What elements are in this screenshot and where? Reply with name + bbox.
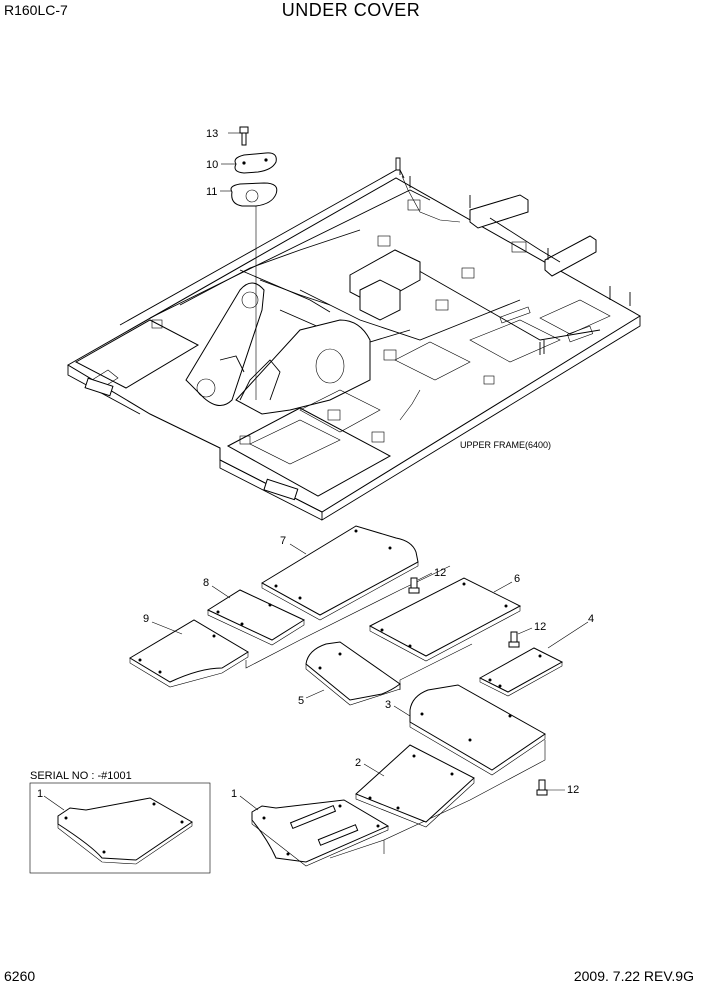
page-number: 6260 <box>4 968 36 984</box>
callout-12-c: 12 <box>567 784 579 796</box>
upper-frame-label: UPPER FRAME(6400) <box>460 440 551 450</box>
callout-8: 8 <box>203 577 209 589</box>
page-title: UNDER COVER <box>281 0 421 20</box>
callout-2: 2 <box>355 757 361 769</box>
cover-plate-7 <box>261 525 419 616</box>
revision-date: 2009. 7.22 REV.9G <box>573 968 694 984</box>
callout-1-inset: 1 <box>37 788 43 800</box>
top-hardware <box>220 126 278 400</box>
callout-12-a: 12 <box>434 567 446 579</box>
cover-plate-3 <box>409 684 546 771</box>
callout-7: 7 <box>280 535 286 547</box>
callout-9: 9 <box>143 613 149 625</box>
callout-11: 11 <box>206 186 217 198</box>
bolt-12-c <box>536 779 565 796</box>
cover-plate-6 <box>368 577 522 657</box>
callout-4: 4 <box>588 613 594 625</box>
serial-note: SERIAL NO : -#1001 <box>30 770 132 782</box>
callout-13: 13 <box>206 128 218 140</box>
callout-12-b: 12 <box>534 621 546 633</box>
upper-frame <box>67 157 641 521</box>
cover-plate-4 <box>478 647 564 693</box>
cover-plate-1 <box>251 799 390 863</box>
cover-plate-9 <box>129 619 249 683</box>
serial-inset <box>29 782 211 874</box>
callout-5: 5 <box>298 695 304 707</box>
callout-1-main: 1 <box>231 788 237 800</box>
model-number: R160LC-7 <box>4 2 68 18</box>
bolt-12-b <box>508 627 533 648</box>
under-covers <box>129 525 589 867</box>
cover-plate-5 <box>305 641 401 701</box>
callout-6: 6 <box>514 573 520 585</box>
bolt-12-a <box>408 572 433 594</box>
callout-10: 10 <box>206 159 218 171</box>
callout-3: 3 <box>385 699 391 711</box>
